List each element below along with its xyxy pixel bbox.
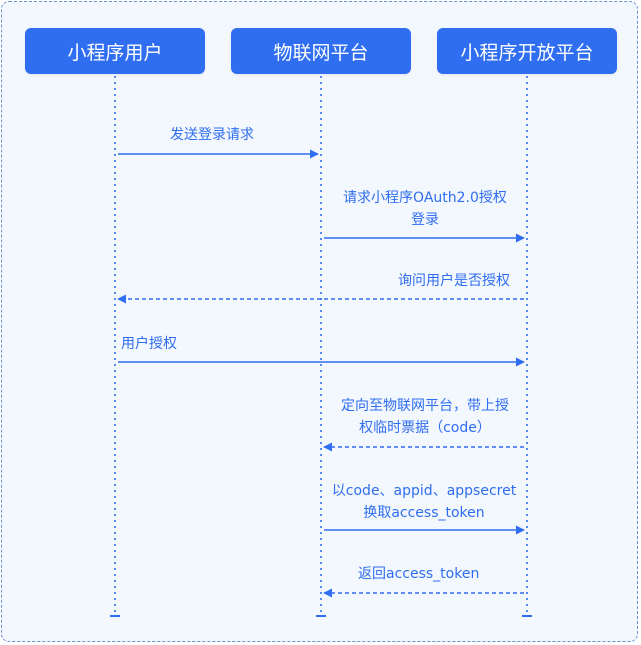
message-label-exchange-token: 以code、appid、appsecret 换取access_token	[319, 480, 529, 524]
participant-iot-platform: 物联网平台	[231, 28, 411, 74]
message-label-line: 定向至物联网平台，带上授	[341, 398, 509, 414]
message-label-line: 以code、appid、appsecret	[331, 483, 517, 499]
message-label-user-authorizes: 用户授权	[121, 333, 177, 355]
message-label-line: 询问用户是否授权	[398, 273, 510, 289]
message-label-oauth-request: 请求小程序OAuth2.0授权 登录	[325, 187, 525, 231]
message-label-line: 返回access_token	[358, 566, 480, 582]
message-label-line: 换取access_token	[363, 505, 485, 521]
message-label-ask-authorization: 询问用户是否授权	[398, 270, 510, 292]
message-label-line: 用户授权	[121, 336, 177, 352]
message-label-redirect-with-code: 定向至物联网平台，带上授 权临时票据（code）	[325, 395, 525, 439]
message-label-line: 请求小程序OAuth2.0授权	[343, 190, 507, 206]
participant-mini-program-open-platform: 小程序开放平台	[437, 28, 617, 74]
message-label-return-token: 返回access_token	[358, 563, 479, 585]
participant-mini-program-user: 小程序用户	[25, 28, 205, 74]
message-label-line: 发送登录请求	[170, 127, 254, 143]
message-label-login-request: 发送登录请求	[170, 124, 254, 146]
message-label-line: 登录	[411, 212, 439, 228]
message-label-line: 权临时票据（code）	[359, 420, 491, 436]
